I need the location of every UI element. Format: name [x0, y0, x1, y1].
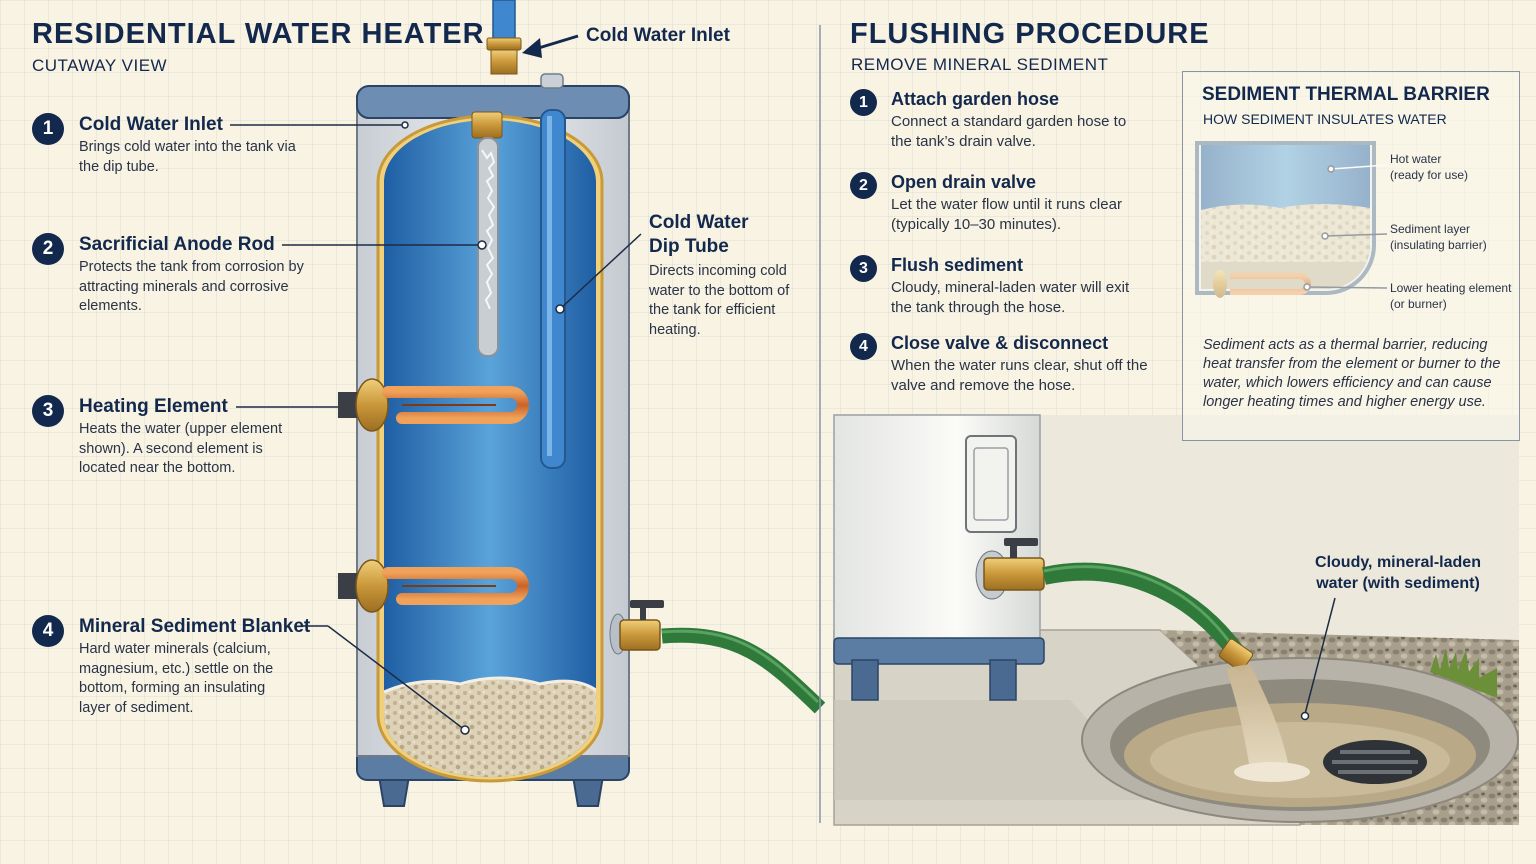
step-number-badge: 2: [32, 233, 64, 265]
step-number-badge: 2: [850, 172, 877, 199]
step-title: Open drain valve: [891, 172, 1037, 192]
dip-tube-callout: Cold Water Dip Tube Directs incoming col…: [649, 212, 814, 340]
sediment-barrier-panel: SEDIMENT THERMAL BARRIER HOW SEDIMENT IN…: [1182, 71, 1520, 441]
step-number-badge: 1: [850, 89, 877, 116]
water-callout-label: Cloudy, mineral-laden water (with sedime…: [1315, 554, 1481, 592]
step-description: Let the water flow until it runs clear (…: [891, 196, 1122, 233]
water-heater-cutaway: [338, 0, 664, 807]
barrier-label-hot-water: Hot water (ready for use): [1390, 152, 1469, 182]
flushing-title: FLUSHING PROCEDURE: [850, 18, 1210, 50]
item-description: Brings cold water into the tank via the …: [79, 139, 296, 175]
barrier-caption: Sediment acts as a thermal barrier, redu…: [1203, 337, 1501, 410]
inlet-callout-label: Cold Water Inlet: [586, 25, 730, 46]
step-number-badge: 4: [32, 615, 64, 647]
step-description: When the water runs clear, shut off the …: [891, 357, 1148, 394]
step-number-badge: 3: [32, 395, 64, 427]
flushing-scene: [833, 414, 1519, 826]
item-title: Sacrificial Anode Rod: [79, 234, 275, 255]
step-number-badge: 3: [850, 255, 877, 282]
item-title: Cold Water Inlet: [79, 114, 223, 135]
dip-tube-description: Directs incoming cold water to the botto…: [649, 263, 790, 338]
step-title: Close valve & disconnect: [891, 333, 1109, 353]
step-description: Cloudy, mineral-laden water will exit th…: [891, 279, 1130, 316]
dip-tube-title-line1: Cold Water: [649, 212, 749, 233]
item-title: Heating Element: [79, 396, 228, 417]
item-description: Protects the tank from corrosion by attr…: [79, 259, 304, 314]
inlet-arrow: [522, 34, 579, 58]
barrier-subtitle: HOW SEDIMENT INSULATES WATER: [1203, 111, 1447, 127]
step-number-badge: 1: [32, 113, 64, 145]
barrier-label-heating-element: Lower heating element (or burner): [1390, 281, 1512, 311]
step-number-badge: 4: [850, 333, 877, 360]
dip-tube-title-line2: Dip Tube: [649, 236, 729, 257]
barrier-title: SEDIMENT THERMAL BARRIER: [1202, 84, 1490, 105]
item-title: Mineral Sediment Blanket: [79, 616, 311, 637]
step-description: Connect a standard garden hose to the ta…: [891, 113, 1127, 150]
cutaway-subtitle: CUTAWAY VIEW: [32, 56, 168, 75]
item-description: Heats the water (upper element shown). A…: [79, 421, 283, 476]
drain-hose: [661, 627, 826, 714]
step-title: Attach garden hose: [891, 89, 1060, 109]
cutaway-title: RESIDENTIAL WATER HEATER: [32, 18, 485, 50]
step-title: Flush sediment: [891, 255, 1024, 275]
barrier-label-sediment: Sediment layer (insulating barrier): [1390, 222, 1487, 252]
flushing-subtitle: REMOVE MINERAL SEDIMENT: [851, 55, 1109, 74]
item-description: Hard water minerals (calcium, magnesium,…: [79, 641, 274, 716]
